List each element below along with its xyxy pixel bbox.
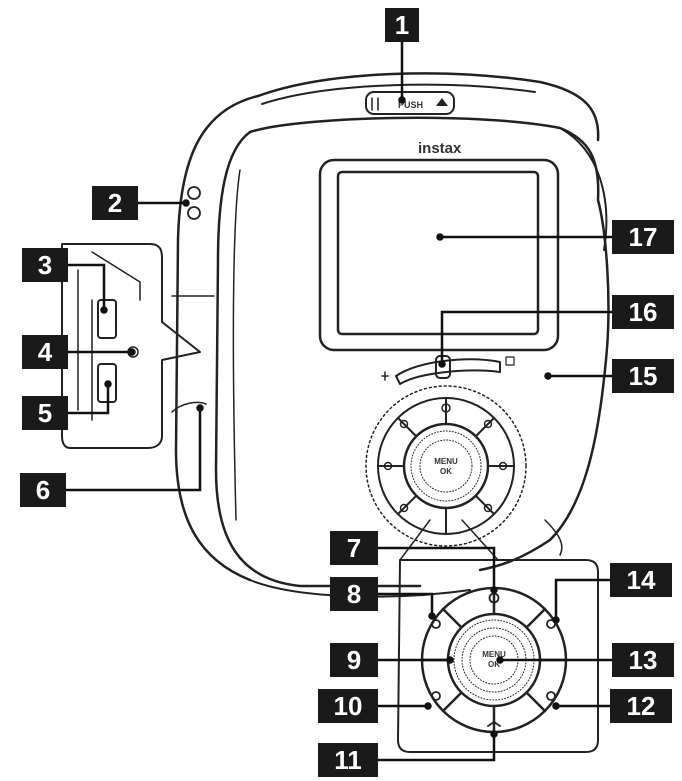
callout-number: 15: [629, 361, 658, 391]
callout-badges: 1 2 3 4 5 6 7 8 9 10 11 12 13 14 15 16 1…: [20, 8, 674, 777]
dial-menu-label: MENU: [482, 650, 506, 659]
callout-number: 11: [334, 745, 362, 775]
leader-line-8: [378, 592, 434, 616]
leader-line-11: [378, 734, 496, 762]
shutter-button[interactable]: PUSH: [365, 91, 455, 115]
leader-line-7: [378, 546, 496, 590]
callout-badge-4: 4: [22, 335, 68, 369]
camera-body: [174, 72, 610, 598]
body-menu-label: MENU: [434, 457, 458, 466]
callout-badge-10: 10: [318, 689, 378, 723]
sensor-window: [187, 186, 201, 220]
callout-number: 8: [347, 579, 361, 609]
callout-number: 17: [629, 222, 658, 252]
callout-number: 9: [347, 645, 361, 675]
leader-line-16: [440, 310, 612, 364]
callout-number: 5: [38, 398, 52, 428]
callout-badge-16: 16: [612, 295, 674, 329]
callout-badge-1: 1: [385, 8, 419, 42]
dial-inset: [397, 559, 599, 753]
callout-badge-6: 6: [20, 473, 66, 507]
mode-switch[interactable]: [381, 355, 515, 385]
callout-badge-13: 13: [612, 643, 674, 677]
callout-badge-3: 3: [22, 248, 68, 282]
callout-number: 13: [629, 645, 658, 675]
leader-line-3: [68, 263, 106, 310]
callout-badge-11: 11: [318, 743, 378, 777]
body-control-dial: MENU OK: [365, 385, 527, 547]
callout-number: 4: [38, 337, 53, 367]
callout-number: 2: [108, 188, 122, 218]
dial-ok-label: OK: [488, 660, 500, 669]
callout-number: 16: [629, 297, 658, 327]
callout-badge-2: 2: [92, 186, 138, 220]
callout-badge-9: 9: [330, 643, 378, 677]
callout-number: 3: [38, 250, 52, 280]
callout-badge-12: 12: [610, 689, 672, 723]
callout-number: 14: [627, 565, 656, 595]
zoom-lines: [399, 519, 499, 561]
callout-badge-17: 17: [612, 220, 674, 254]
callout-number: 6: [36, 475, 50, 505]
callout-badge-5: 5: [22, 396, 68, 430]
leader-line-14: [554, 578, 610, 620]
leader-line-5: [68, 384, 110, 415]
leader-lines: [66, 40, 612, 762]
callout-badge-14: 14: [610, 563, 672, 597]
leader-line-6: [66, 408, 202, 492]
callout-badge-7: 7: [330, 531, 378, 565]
connector-inset: [61, 243, 201, 449]
callout-badge-15: 15: [612, 359, 674, 393]
callout-number: 12: [627, 691, 656, 721]
brand-label: instax: [418, 140, 462, 157]
shutter-label: PUSH: [398, 100, 423, 110]
callout-number: 1: [395, 10, 409, 40]
callout-badge-8: 8: [330, 577, 378, 611]
body-ok-label: OK: [440, 467, 452, 476]
callout-number: 10: [334, 691, 363, 721]
callout-number: 7: [347, 533, 361, 563]
side-flap: [171, 295, 215, 413]
lcd-screen: [318, 158, 560, 352]
